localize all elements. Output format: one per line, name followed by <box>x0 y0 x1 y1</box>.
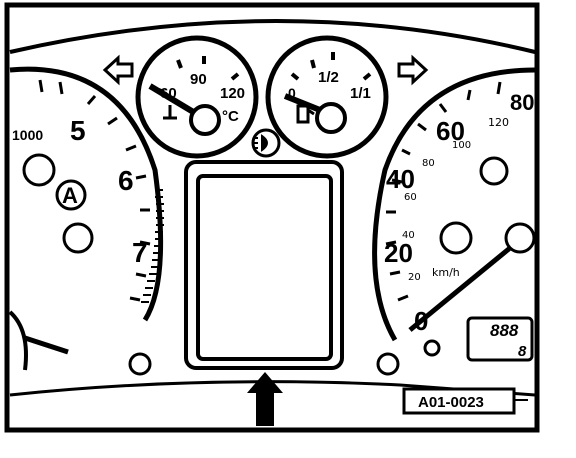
speedometer: 80 60 40 20 0 120 100 80 60 40 20 km/h <box>372 67 536 357</box>
tachometer: 1000 5 6 7 A <box>8 66 164 371</box>
inner-tick-20: 20 <box>408 272 421 283</box>
temperature-gauge-bezel <box>135 35 259 159</box>
speed-unit: km/h <box>432 266 460 279</box>
inner-tick-120: 120 <box>488 116 509 129</box>
tach-warning-lamp-2 <box>62 222 94 254</box>
temp-tick-120: 120 <box>220 85 245 102</box>
tachometer-rim <box>9 66 164 322</box>
outer-frame <box>4 2 540 433</box>
inner-tick-80: 80 <box>422 158 435 169</box>
speedo-reset-knob <box>423 339 441 357</box>
turn-left-arrow-icon <box>102 54 134 86</box>
auto-gearbox-indicator <box>55 179 87 211</box>
speed-tick-20: 20 <box>384 238 413 268</box>
temp-needle-hub <box>189 104 221 136</box>
pointer-arrow-icon <box>247 372 283 426</box>
figure-id: A01-0023 <box>418 394 484 411</box>
display-adjust-knob-right <box>376 352 400 376</box>
speed-needle <box>408 246 512 332</box>
fuel-tick-half: 1/2 <box>318 69 339 86</box>
speedo-warning-lamp-2 <box>504 222 536 254</box>
speedometer-rim <box>372 67 536 342</box>
speedo-warning-lamp-1 <box>439 221 473 255</box>
dashboard-top-edge <box>9 19 536 54</box>
coolant-temp-icon <box>163 105 177 120</box>
fuel-needle-hub <box>315 102 347 134</box>
inner-tick-100: 100 <box>452 140 471 151</box>
cruise-control-indicator <box>479 156 509 186</box>
headlight-indicator <box>251 128 281 158</box>
fuel-tick-empty: 0 <box>288 85 296 101</box>
inner-tick-40: 40 <box>402 230 415 241</box>
display-screen <box>196 174 333 361</box>
auto-gearbox-label: A <box>62 183 78 208</box>
temp-tick-90: 90 <box>190 71 207 88</box>
display-adjust-knob-left <box>128 352 152 376</box>
temp-unit: °C <box>222 108 239 125</box>
speed-tick-40: 40 <box>386 164 415 194</box>
central-display <box>184 160 344 370</box>
fuel-tick-full: 1/1 <box>350 85 371 102</box>
speed-tick-60: 60 <box>436 116 465 146</box>
tach-needle <box>24 335 69 355</box>
fuel-gauge: 0 1/2 1/1 <box>265 35 389 159</box>
odometer-digits: 888 <box>490 321 519 340</box>
tach-tick-7: 7 <box>132 237 148 268</box>
tach-tick-5: 5 <box>70 115 86 146</box>
odometer-frame <box>466 316 534 362</box>
odometer-digits-small: 8 <box>518 343 527 360</box>
fuel-gauge-bezel <box>265 35 389 159</box>
speed-tick-80: 80 <box>510 90 534 115</box>
tach-tick-1000: 1000 <box>12 127 43 143</box>
tach-needle-hub <box>8 310 28 371</box>
temp-needle <box>148 83 202 119</box>
turn-right-arrow-icon <box>397 54 429 86</box>
tach-tick-6: 6 <box>118 165 134 196</box>
dashboard-bottom-edge <box>9 380 536 397</box>
tach-warning-lamp-1 <box>22 153 56 187</box>
odometer: 888 8 <box>466 316 534 362</box>
temperature-gauge: 60 90 120 °C <box>135 35 259 159</box>
headlight-icon <box>254 134 268 152</box>
inner-tick-60: 60 <box>404 192 417 203</box>
